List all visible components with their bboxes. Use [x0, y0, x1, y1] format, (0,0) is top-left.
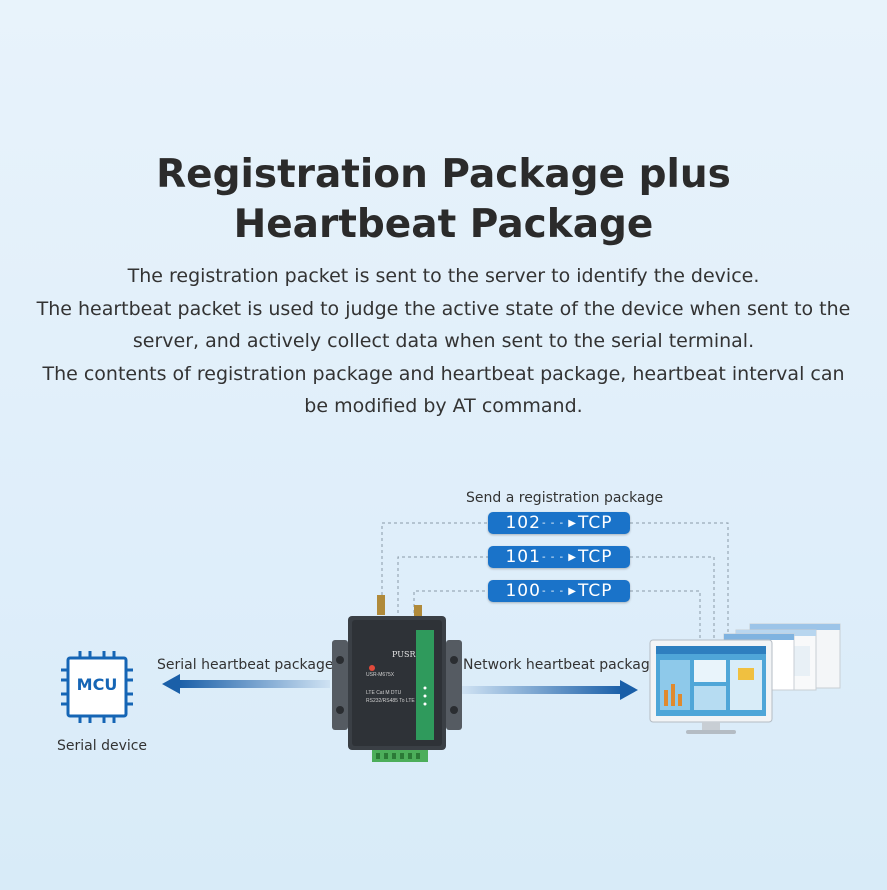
packet-protocol: TCP — [578, 581, 613, 601]
packet-protocol: TCP — [578, 547, 613, 567]
packet-pill-100: 100- - - ▶TCP — [488, 580, 630, 602]
title-line-1: Registration Package plus — [156, 152, 731, 197]
description-line-1: The registration packet is sent to the s… — [127, 265, 760, 287]
network-heartbeat-label: Network heartbeat package — [463, 657, 659, 673]
description-line-5: be modified by AT command. — [304, 395, 583, 417]
registration-label: Send a registration package — [466, 490, 664, 506]
serial-device-label: Serial device — [57, 738, 148, 754]
dashed-arrow-icon: - - - ▶ — [541, 552, 577, 563]
dashed-arrow-icon: - - - ▶ — [541, 586, 577, 597]
device-model: USR-M675X — [366, 672, 395, 678]
network-heartbeat-arrow — [462, 680, 638, 700]
serial-heartbeat-arrow — [162, 674, 330, 694]
device-desc-2: RS232/RS485 To LTE — [366, 698, 415, 704]
serial-heartbeat-label: Serial heartbeat package — [157, 657, 334, 673]
packet-pill-102: 102- - - ▶TCP — [488, 512, 630, 534]
packet-id: 101 — [505, 547, 541, 567]
description-line-3: server, and actively collect data when s… — [132, 330, 755, 352]
packet-id: 102 — [505, 513, 541, 533]
packet-id: 100 — [505, 581, 541, 601]
title-line-2: Heartbeat Package — [233, 202, 654, 247]
server-monitor — [640, 620, 850, 740]
mcu-chip-icon: MCU — [60, 650, 134, 724]
dashed-arrow-icon: - - - ▶ — [541, 518, 577, 529]
page-title: Registration Package plus Heartbeat Pack… — [0, 150, 887, 250]
description-line-4: The contents of registration package and… — [42, 362, 845, 385]
packet-pill-101: 101- - - ▶TCP — [488, 546, 630, 568]
mcu-label: MCU — [76, 675, 118, 694]
dtu-device: PUSR USR-M675X LTE Cat M DTU RS232/RS485… — [332, 590, 462, 765]
description: The registration packet is sent to the s… — [30, 260, 857, 423]
packet-protocol: TCP — [578, 513, 613, 533]
device-desc-1: LTE Cat M DTU — [366, 690, 402, 696]
description-line-2: The heartbeat packet is used to judge th… — [36, 297, 851, 320]
device-brand: PUSR — [392, 650, 416, 659]
